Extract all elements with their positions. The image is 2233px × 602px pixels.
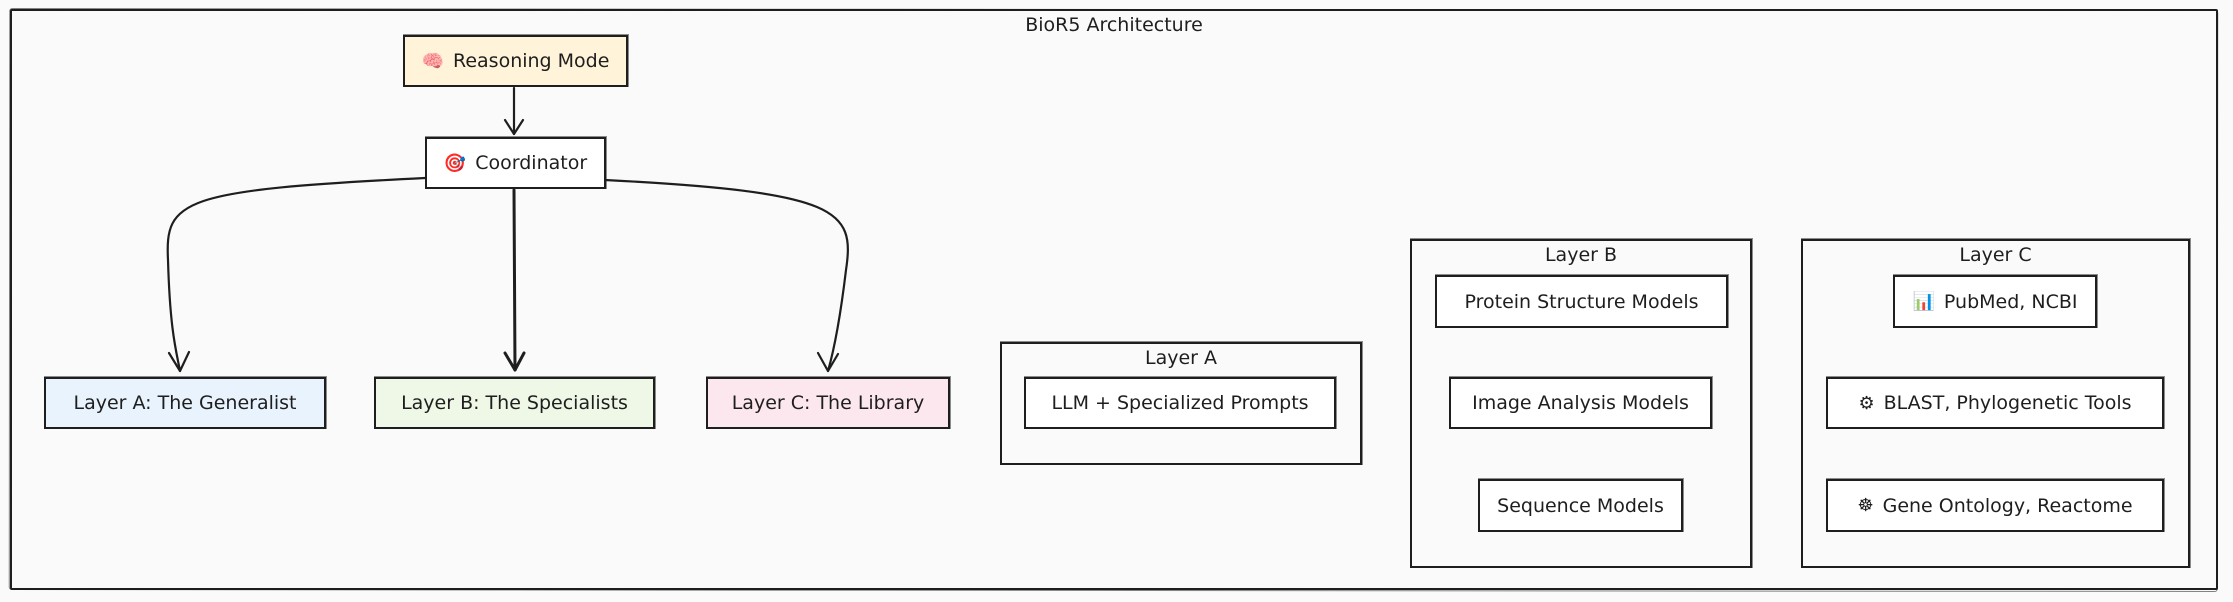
layer-a-generalist-node[interactable]: Layer A: The Generalist [44, 376, 327, 429]
pubmed-ncbi-node[interactable]: 📊 PubMed, NCBI [1893, 274, 2098, 328]
arrowhead-layer-b [503, 351, 526, 372]
target-icon: 🎯 [443, 152, 467, 174]
image-analysis-models-node[interactable]: Image Analysis Models [1449, 376, 1713, 429]
pubmed-ncbi-label: PubMed, NCBI [1943, 290, 2078, 313]
llm-specialized-prompts-node[interactable]: LLM + Specialized Prompts [1024, 376, 1337, 429]
layer-b-group-title: Layer B [1544, 244, 1618, 266]
edge-coordinator-to-layer-a [166, 176, 427, 373]
sequence-models-node[interactable]: Sequence Models [1478, 478, 1684, 532]
bar-chart-icon: 📊 [1912, 291, 1935, 312]
diagram-title: BioR5 Architecture [1025, 14, 1203, 36]
protein-structure-models-node[interactable]: Protein Structure Models [1435, 274, 1729, 328]
reasoning-mode-node[interactable]: 🧠 Reasoning Mode [403, 34, 629, 87]
helm-icon: ☸ [1857, 495, 1874, 516]
layer-c-group-title: Layer C [1959, 244, 2032, 266]
layer-a-generalist-label: Layer A: The Generalist [73, 392, 297, 414]
layer-b-specialists-label: Layer B: The Specialists [401, 392, 628, 414]
gene-ontology-reactome-node[interactable]: ☸ Gene Ontology, Reactome [1826, 478, 2165, 532]
gear-icon: ⚙ [1858, 392, 1875, 414]
protein-structure-models-label: Protein Structure Models [1464, 290, 1699, 313]
gene-ontology-reactome-label: Gene Ontology, Reactome [1882, 494, 2133, 517]
layer-c-library-label: Layer C: The Library [731, 392, 925, 414]
llm-specialized-prompts-label: LLM + Specialized Prompts [1051, 392, 1309, 414]
image-analysis-models-label: Image Analysis Models [1472, 392, 1689, 414]
brain-icon: 🧠 [421, 50, 444, 72]
edge-coordinator-to-layer-b [512, 188, 517, 372]
layer-c-library-node[interactable]: Layer C: The Library [706, 376, 951, 429]
layer-b-specialists-node[interactable]: Layer B: The Specialists [374, 376, 656, 429]
coordinator-label: Coordinator [475, 152, 588, 174]
blast-phylogenetic-tools-node[interactable]: ⚙ BLAST, Phylogenetic Tools [1826, 376, 2165, 429]
layer-a-group-title: Layer A [1144, 347, 1217, 369]
arrowhead-layer-c [816, 351, 840, 373]
edge-coordinator-to-layer-c [603, 178, 849, 373]
layer-b-group: Layer B [1410, 238, 1753, 568]
arrowhead-layer-a [167, 350, 191, 373]
coordinator-node[interactable]: 🎯 Coordinator [425, 136, 607, 189]
reasoning-mode-label: Reasoning Mode [452, 50, 610, 72]
blast-phylogenetic-tools-label: BLAST, Phylogenetic Tools [1883, 392, 2132, 414]
sequence-models-label: Sequence Models [1497, 494, 1664, 517]
arrowhead-coordinator [503, 118, 525, 136]
architecture-frame: BioR5 Architecture [10, 9, 2218, 590]
